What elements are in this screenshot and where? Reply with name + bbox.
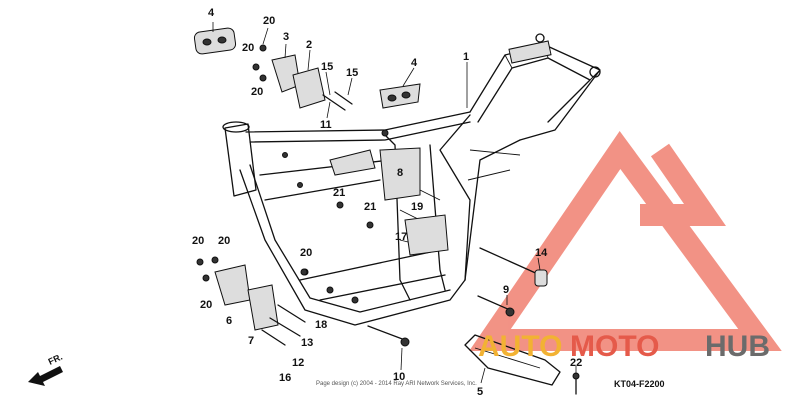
watermark-moto: MOTO [570, 330, 659, 363]
callout-20-g: 20 [200, 299, 212, 311]
watermark-hub: HUB [705, 330, 770, 363]
callout-13: 13 [301, 337, 313, 349]
callout-5: 5 [477, 386, 483, 398]
lower-mount-parts [196, 256, 308, 346]
callout-10: 10 [393, 371, 405, 383]
callout-20-e: 20 [218, 235, 230, 247]
callout-8: 8 [397, 167, 403, 179]
copyright-note: Page design (c) 2004 - 2014 Ray ARI Netw… [316, 381, 477, 387]
front-direction-arrow: FR. [28, 352, 64, 386]
callout-19: 19 [411, 201, 423, 213]
callout-4-mid: 4 [411, 57, 418, 69]
callout-16: 16 [279, 372, 291, 384]
callout-20-a: 20 [263, 15, 275, 27]
callout-18: 18 [315, 319, 327, 331]
callout-1: 1 [463, 51, 469, 63]
callout-15-a: 15 [321, 61, 333, 73]
bottom-bracket [464, 334, 580, 395]
watermark-logo [469, 131, 782, 351]
callout-21-b: 21 [364, 201, 376, 213]
callout-20-c: 20 [251, 86, 263, 98]
callout-4-top: 4 [208, 7, 215, 19]
callout-21-a: 21 [333, 187, 345, 199]
callout-20-b: 20 [242, 42, 254, 54]
watermark-text: AUTO MOTO HUB [478, 330, 770, 363]
callout-3: 3 [283, 31, 289, 43]
callout-6: 6 [226, 315, 232, 327]
callout-12: 12 [292, 357, 304, 369]
callout-20-d: 20 [192, 235, 204, 247]
main-frame [222, 33, 601, 326]
upper-mount-parts [193, 27, 421, 111]
callout-9: 9 [503, 284, 509, 296]
callout-2: 2 [306, 39, 312, 51]
callout-7: 7 [248, 335, 254, 347]
direction-label: FR. [47, 352, 64, 367]
callout-20-f: 20 [300, 247, 312, 259]
callout-15-b: 15 [346, 67, 358, 79]
callout-11: 11 [320, 119, 332, 131]
callout-17: 17 [395, 231, 407, 243]
watermark-auto: AUTO [478, 330, 562, 363]
leader-lines [212, 22, 577, 384]
callout-labels: 4 20 3 2 20 20 15 15 4 1 11 8 21 21 19 1… [192, 7, 582, 398]
diagram-code: KT04-F2200 [614, 379, 665, 389]
callout-22: 22 [570, 357, 582, 369]
right-bolts [367, 247, 548, 347]
callout-14: 14 [535, 247, 548, 259]
